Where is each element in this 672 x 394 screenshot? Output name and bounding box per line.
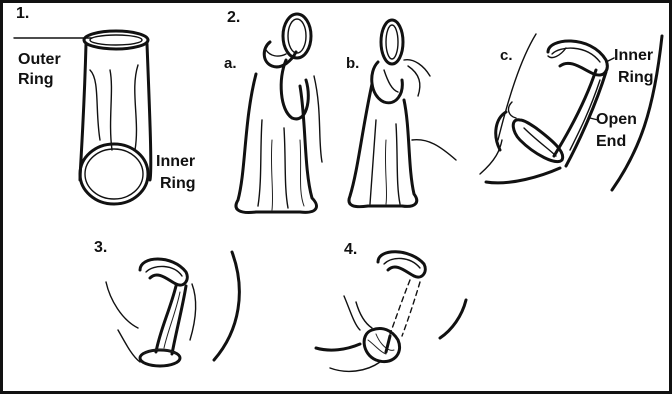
figure-2b — [349, 20, 456, 207]
step-2b-label: b. — [346, 56, 359, 71]
outer-ring-label-line2: Ring — [18, 72, 54, 88]
inner-ring-2 — [548, 41, 607, 75]
open-end-label-line2: End — [596, 134, 626, 150]
step-3-number: 3. — [94, 240, 107, 256]
step-2-number: 2. — [227, 10, 240, 26]
inner-ring-label-2-line2: Ring — [618, 70, 654, 86]
figure-2a — [236, 14, 322, 213]
inner-ring-1 — [80, 144, 148, 204]
step-2a-label: a. — [224, 56, 237, 71]
outer-ring-label-line1: Outer — [18, 52, 61, 68]
step-4-number: 4. — [344, 242, 357, 258]
figure-4 — [316, 252, 466, 372]
inner-ring-label-2-line1: Inner — [614, 48, 653, 64]
inner-ring-label-1-line2: Ring — [160, 176, 196, 192]
open-end-label-line1: Open — [596, 112, 637, 128]
inner-ring-label-1-line1: Inner — [156, 154, 195, 170]
step-1-number: 1. — [16, 6, 29, 22]
step-2c-label: c. — [500, 48, 513, 63]
figure-3 — [106, 252, 239, 366]
